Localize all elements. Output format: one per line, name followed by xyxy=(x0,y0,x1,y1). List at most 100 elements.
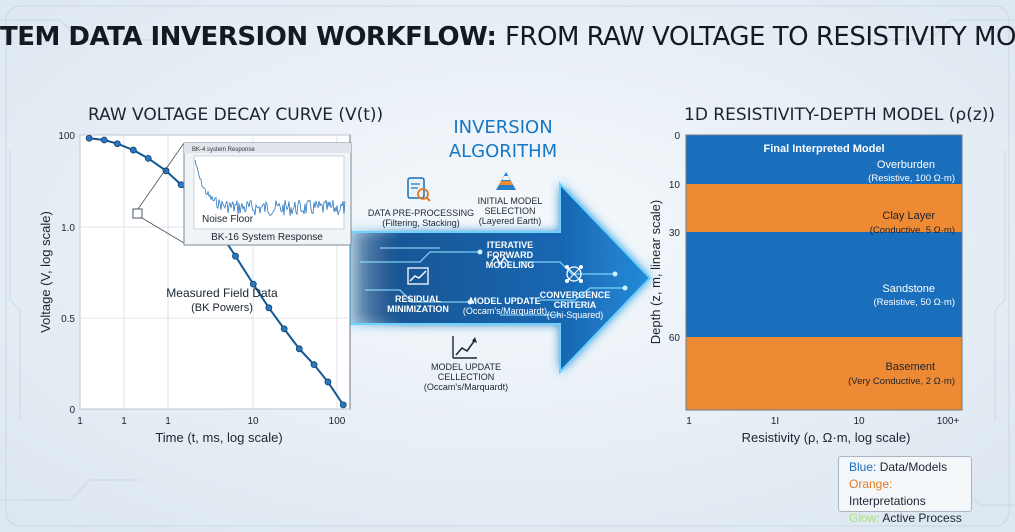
legend-blue: Blue: Data/Models xyxy=(849,459,971,476)
final-model-label: Final Interpreted Model xyxy=(763,143,884,155)
document-search-icon xyxy=(407,177,431,202)
layer-step xyxy=(780,232,962,254)
decay-data-point xyxy=(249,280,257,288)
color-legend: Blue: Data/Models Orange: Interpretation… xyxy=(838,456,972,525)
arrow-body xyxy=(349,181,652,375)
decay-x-tick-label: 1 xyxy=(121,416,127,427)
model-y-tick-label: 10 xyxy=(669,180,681,191)
step-preprocess: DATA PRE-PROCESSING (Filtering, Stacking… xyxy=(366,208,476,228)
circuit-node xyxy=(612,271,618,277)
step-collection: MODEL UPDATE CELLECTION (Occam's/Marquar… xyxy=(420,362,512,392)
legend-blue-text: Data/Models xyxy=(879,460,948,474)
layer-step xyxy=(790,184,962,192)
step-update-label: MODEL UPDATE xyxy=(469,296,541,306)
model-chart-title: 1D RESISTIVITY-DEPTH MODEL (ρ(z)) xyxy=(684,105,996,125)
step-preprocess-label: DATA PRE-PROCESSING xyxy=(367,208,475,218)
trend-chart-icon xyxy=(407,267,429,285)
inset-caption: BK-16 System Response xyxy=(211,232,323,243)
decay-data-point xyxy=(232,252,239,260)
decay-x-axis-label: Time (t, ms, log scale) xyxy=(155,430,282,445)
decay-data-point xyxy=(129,146,137,154)
inset-noise-trace xyxy=(194,159,346,217)
algorithm-title-line2: ALGORITHM xyxy=(448,141,558,162)
step-convergence-label-2: CRITERIA xyxy=(553,300,597,310)
step-collection-detail: (Occam's/Marquardt) xyxy=(423,382,509,392)
step-convergence-label-1: CONVERGENCE xyxy=(539,290,611,300)
decay-data-point xyxy=(280,325,288,333)
layer-desc-label: (Very Conductive, 2 Ω·m) xyxy=(848,376,955,387)
algorithm-title: INVERSION ALGORITHM xyxy=(428,116,578,164)
decay-data-point xyxy=(144,154,152,162)
decay-y-tick-label: 0.5 xyxy=(61,314,75,325)
decay-x-tick-label: 1 xyxy=(165,416,171,427)
wave-icon xyxy=(491,254,509,266)
decay-data-point xyxy=(100,136,108,144)
step-forward-label-3: MODELING xyxy=(485,260,535,270)
layer-desc-label: (Conductive, 5 Ω·m) xyxy=(870,225,955,236)
step-preprocess-detail: (Filtering, Stacking) xyxy=(382,218,460,228)
measured-data-label: Measured Field Data xyxy=(166,286,278,300)
zoom-line xyxy=(141,217,185,244)
step-initial-label-1: INITIAL MODEL xyxy=(477,196,543,206)
decay-data-point xyxy=(339,401,347,409)
layered-pyramid-icon xyxy=(496,172,516,190)
step-collection-label-1: MODEL UPDATE xyxy=(430,362,501,372)
step-initial-model: INITIAL MODEL SELECTION (Layered Earth) xyxy=(470,196,550,226)
decay-data-point xyxy=(162,167,170,175)
decay-y-tick-label: 100 xyxy=(58,131,75,142)
step-collection-label-2: CELLECTION xyxy=(437,372,495,382)
layer-name-label: Sandstone xyxy=(882,283,935,295)
network-icon xyxy=(565,265,583,283)
decay-data-point xyxy=(310,361,318,369)
step-residual: RESIDUAL MINIMIZATION xyxy=(378,294,458,314)
step-convergence-detail: (Chi-Squared) xyxy=(546,310,604,320)
step-forward-label-1: ITERATIVE xyxy=(486,240,534,250)
model-layer-labels: Overburden(Resistive, 100 Ω·m)Clay Layer… xyxy=(848,159,955,387)
legend-glow-text: Active Process xyxy=(882,511,962,525)
inset-window: BK-4 system Response Noise Floor BK-16 S… xyxy=(183,142,352,246)
model-y-tick-label: 0 xyxy=(674,131,680,142)
model-x-tick-label: 1I xyxy=(771,416,779,427)
legend-orange-text: Interpretations xyxy=(849,494,926,508)
decay-data-point xyxy=(85,134,93,142)
legend-orange: Orange: Interpretations xyxy=(849,476,971,510)
page-title: TEM DATA INVERSION WORKFLOW: FROM RAW VO… xyxy=(0,22,1015,52)
noise-floor-label: Noise Floor xyxy=(202,214,254,225)
layer-name-label: Basement xyxy=(885,361,935,373)
line-chart-icon xyxy=(452,336,477,359)
layer-desc-label: (Resistive, 50 Ω·m) xyxy=(873,297,955,308)
inset-window-title: BK-4 system Response xyxy=(192,147,255,153)
legend-orange-key: Orange: xyxy=(849,477,893,491)
step-residual-label-2: MINIMIZATION xyxy=(387,304,449,314)
decay-grid xyxy=(79,134,350,410)
zoom-marker xyxy=(132,208,143,219)
layer-desc-label: (Resistive, 100 Ω·m) xyxy=(868,173,955,184)
decay-data-point xyxy=(295,345,303,353)
step-model-update: MODEL UPDATE (Occam's/Marquardt) xyxy=(455,296,555,316)
decay-x-tick-label: 100 xyxy=(329,416,346,427)
step-initial-detail: (Layered Earth) xyxy=(478,216,542,226)
decay-data-point xyxy=(324,378,332,386)
measured-data-sublabel: (BK Powers) xyxy=(191,302,253,314)
step-forward-label-2: FORWARD xyxy=(486,250,534,260)
model-layer-4 xyxy=(686,337,962,410)
decay-data-point xyxy=(113,140,121,148)
algorithm-title-line1: INVERSION xyxy=(453,117,553,138)
legend-glow-key: Glow: xyxy=(849,511,880,525)
step-residual-label-1: RESIDUAL xyxy=(394,294,441,304)
decay-chart-title: RAW VOLTAGE DECAY CURVE (V(t)) xyxy=(88,105,384,125)
circuit-node xyxy=(477,249,483,255)
circuit-node xyxy=(467,299,473,305)
legend-glow: Glow: Active Process xyxy=(849,510,971,527)
model-layer-1 xyxy=(686,135,962,184)
circuit-node xyxy=(622,285,628,291)
title-bold: TEM DATA INVERSION WORKFLOW: xyxy=(0,22,497,52)
model-x-tick-label: 1 xyxy=(686,416,692,427)
